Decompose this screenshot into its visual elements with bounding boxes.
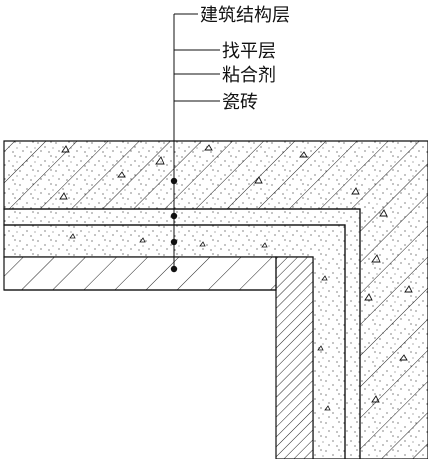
leader-dot-adhesive — [170, 238, 178, 246]
leader-dots — [170, 177, 178, 273]
label-structure-layer: 建筑结构层 — [200, 5, 290, 26]
label-leveling-layer: 找平层 — [222, 41, 276, 62]
leader-lines — [173, 13, 220, 270]
leader-dot-tile — [170, 265, 178, 273]
leader-dot-structure — [170, 177, 178, 185]
leader-dot-leveling — [170, 212, 178, 220]
adhesive-aggregate-marks — [69, 233, 331, 411]
tile-layer — [3, 256, 314, 459]
structure-layer — [3, 140, 428, 459]
label-tile-layer: 瓷砖 — [222, 92, 258, 113]
label-adhesive-layer: 粘合剂 — [222, 65, 276, 86]
aggregate-marks — [59, 144, 413, 403]
